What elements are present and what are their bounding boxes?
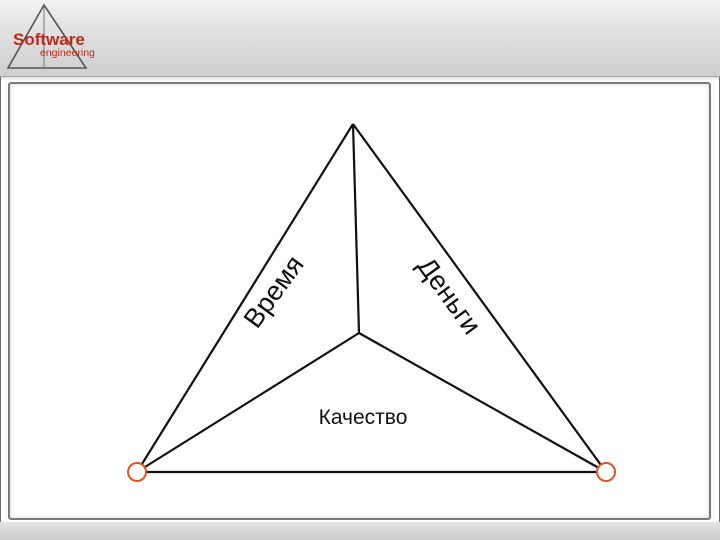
spoke-top [351,123,361,334]
bottom-strip [0,522,720,540]
header-shadow [0,77,720,81]
logo-triangle-icon [6,3,88,69]
vertex-marker-right [596,462,616,482]
spoke-right [358,332,607,473]
edge-left [136,123,354,473]
label-quality: Качество [319,406,408,429]
content-panel [8,82,711,520]
slide-header [0,0,720,77]
logo-text-engineering: engineering [40,47,95,59]
logo-text-software: Software [13,30,85,49]
vertex-marker-left [127,462,147,482]
software-engineering-logo: Software engineering [6,3,95,69]
label-money: Деньги [412,252,488,340]
spoke-left [136,332,360,473]
edge-right [352,123,607,473]
